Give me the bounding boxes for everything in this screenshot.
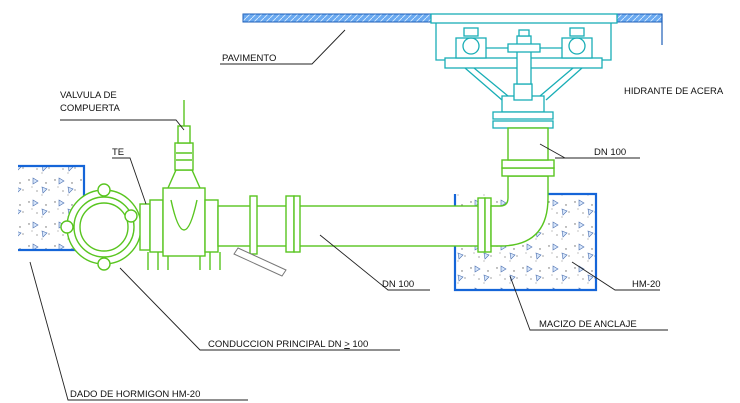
hydrant [430,13,618,129]
horizontal-pipe [217,195,492,277]
label-hm20: HM-20 [632,279,661,290]
leader-lines [29,29,668,401]
label-te: TE [112,147,124,158]
elbow-riser [490,127,555,247]
label-pavimento: PAVIMENTO [222,53,276,64]
label-dn100-riser: DN 100 [594,147,626,158]
label-dado: DADO DE HORMIGON HM-20 [70,389,200,400]
gate-valve [147,100,221,270]
label-hidrante: HIDRANTE DE ACERA [624,86,724,97]
tee-fitting [60,183,151,271]
label-valvula-line2: COMPUERTA [60,103,120,114]
label-dn100-pipe: DN 100 [382,279,414,290]
label-macizo: MACIZO DE ANCLAJE [539,319,637,330]
label-valvula-line1: VALVULA DE [60,90,117,101]
label-conduccion: CONDUCCION PRINCIPAL DN > 100 [208,339,368,350]
